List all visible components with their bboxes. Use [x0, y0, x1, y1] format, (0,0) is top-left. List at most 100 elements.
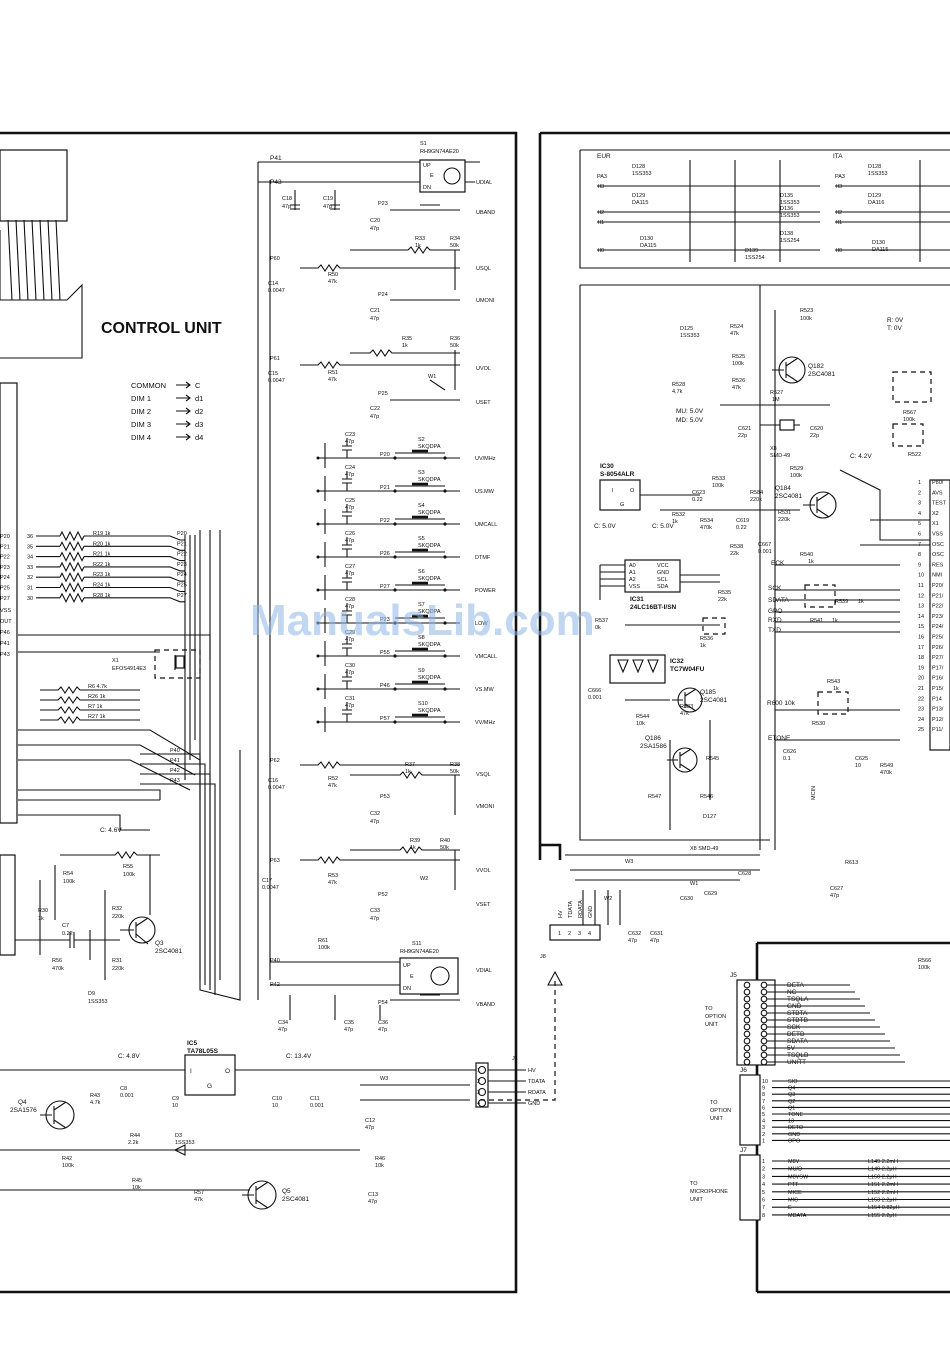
- svg-text:47p: 47p: [650, 938, 659, 944]
- svg-text:X8: X8: [770, 446, 777, 452]
- svg-text:EUR: EUR: [597, 153, 611, 160]
- svg-text:C22: C22: [370, 406, 380, 412]
- svg-text:50k: 50k: [450, 243, 459, 249]
- svg-text:R27 1k: R27 1k: [88, 714, 106, 720]
- net-label: P43: [170, 778, 180, 784]
- mcu-pin-number: 19: [918, 665, 924, 671]
- svg-text:P25: P25: [378, 391, 388, 397]
- j1-pin-label: HV: [528, 1068, 536, 1074]
- svg-text:0.001: 0.001: [588, 695, 602, 701]
- svg-text:50k: 50k: [450, 769, 459, 775]
- cap-value: 47p: [345, 472, 354, 478]
- svg-text:2SC4081: 2SC4081: [282, 1196, 309, 1203]
- svg-text:II3: II3: [836, 184, 842, 190]
- svg-text:Q182: Q182: [808, 363, 824, 370]
- switch-ref: S3: [418, 470, 425, 476]
- svg-text:47p: 47p: [628, 938, 637, 944]
- cap-ref: C31: [345, 696, 355, 702]
- cap-ref: C29: [345, 630, 355, 636]
- svg-text:47p: 47p: [368, 1199, 377, 1205]
- svg-text:MCIN: MCIN: [811, 786, 817, 800]
- svg-text:C621: C621: [738, 426, 751, 432]
- svg-text:DA115: DA115: [872, 247, 888, 253]
- svg-text:R45: R45: [132, 1178, 142, 1184]
- svg-text:P61: P61: [270, 356, 280, 362]
- svg-text:22p: 22p: [738, 433, 747, 439]
- svg-text:47k: 47k: [194, 1197, 203, 1203]
- resistor-label: R23 1k: [93, 572, 111, 578]
- svg-text:C625: C625: [855, 756, 868, 762]
- signal-label: VBAND: [476, 1002, 495, 1008]
- pin-number: 31: [27, 586, 33, 592]
- svg-text:47p: 47p: [378, 1027, 387, 1033]
- svg-text:SDA: SDA: [657, 584, 669, 590]
- legend-value: d4: [195, 433, 203, 442]
- svg-text:R600 10k: R600 10k: [767, 700, 796, 707]
- svg-text:1k: 1k: [672, 519, 678, 525]
- mcu-pin-name: VSS: [932, 532, 943, 538]
- svg-text:1k: 1k: [858, 599, 864, 605]
- net-label: P41: [170, 758, 180, 764]
- j5-option-connector: DETANCTSQLAGNDSTBTASTBTBSCKDETBSDATA5VTS…: [705, 972, 905, 1066]
- j6-signal: GND: [788, 1132, 800, 1138]
- svg-text:D135: D135: [780, 193, 793, 199]
- j8-pin-label: GND: [588, 906, 594, 918]
- legend-label: DIM 4: [131, 433, 151, 442]
- cap-ref: C30: [345, 663, 355, 669]
- svg-text:C9: C9: [172, 1096, 179, 1102]
- mcu-pin-number: 22: [918, 696, 924, 702]
- left-pin: P22: [0, 555, 10, 561]
- net-label: P42: [170, 768, 180, 774]
- j7-signal: MDATA: [788, 1213, 807, 1219]
- svg-text:470k: 470k: [52, 966, 64, 972]
- cap-value: 47p: [345, 505, 354, 511]
- mcu-pin-name: TEST: [932, 501, 947, 507]
- svg-text:R567: R567: [903, 410, 916, 416]
- svg-text:R566: R566: [918, 958, 931, 964]
- left-pin: OUT: [0, 619, 12, 625]
- svg-text:ETONE: ETONE: [768, 735, 791, 742]
- svg-text:II2: II2: [598, 210, 604, 216]
- svg-text:50k: 50k: [440, 845, 449, 851]
- svg-text:0.0047: 0.0047: [268, 378, 285, 384]
- net-label: P27: [177, 593, 187, 599]
- svg-text:R26 1k: R26 1k: [88, 694, 106, 700]
- svg-text:100k: 100k: [918, 965, 930, 971]
- pin-number: 8: [762, 1213, 765, 1219]
- svg-text:1k: 1k: [700, 643, 706, 649]
- svg-text:A1: A1: [629, 570, 636, 576]
- switch-net: P26: [380, 551, 390, 557]
- svg-text:47p: 47p: [282, 204, 291, 210]
- svg-text:C623: C623: [692, 490, 705, 496]
- svg-text:C632: C632: [628, 931, 641, 937]
- svg-text:C: 5.0V: C: 5.0V: [652, 523, 674, 530]
- svg-text:47k: 47k: [328, 377, 337, 383]
- j6-signal: DETO: [788, 1125, 804, 1131]
- svg-text:0.22: 0.22: [692, 497, 703, 503]
- svg-text:47p: 47p: [370, 819, 379, 825]
- svg-text:D3: D3: [175, 1133, 182, 1139]
- svg-text:1SS254: 1SS254: [745, 255, 765, 261]
- q3-label: Q3: [155, 940, 164, 947]
- legend-label: DIM 3: [131, 420, 151, 429]
- mcu-pin-number: 8: [918, 552, 921, 558]
- svg-text:2SC4081: 2SC4081: [155, 948, 182, 955]
- svg-text:E: E: [430, 173, 434, 179]
- svg-text:1SS353: 1SS353: [632, 171, 652, 177]
- switch-net: P57: [380, 716, 390, 722]
- signal-label: UVOL: [476, 366, 491, 372]
- svg-text:47k: 47k: [328, 783, 337, 789]
- svg-text:R543: R543: [827, 679, 840, 685]
- inductor-label: L150 2.2μH: [868, 1174, 897, 1180]
- svg-text:ECK: ECK: [771, 560, 785, 567]
- svg-text:470k: 470k: [700, 525, 712, 531]
- j1-pin-label: TDATA: [528, 1079, 546, 1085]
- svg-text:P52: P52: [378, 892, 388, 898]
- j8-pin-label: TDATA: [568, 900, 574, 918]
- svg-text:DA115: DA115: [632, 200, 648, 206]
- svg-text:R33: R33: [415, 236, 425, 242]
- switch-signal: UV/MHz: [475, 456, 496, 462]
- svg-text:R527: R527: [770, 390, 783, 396]
